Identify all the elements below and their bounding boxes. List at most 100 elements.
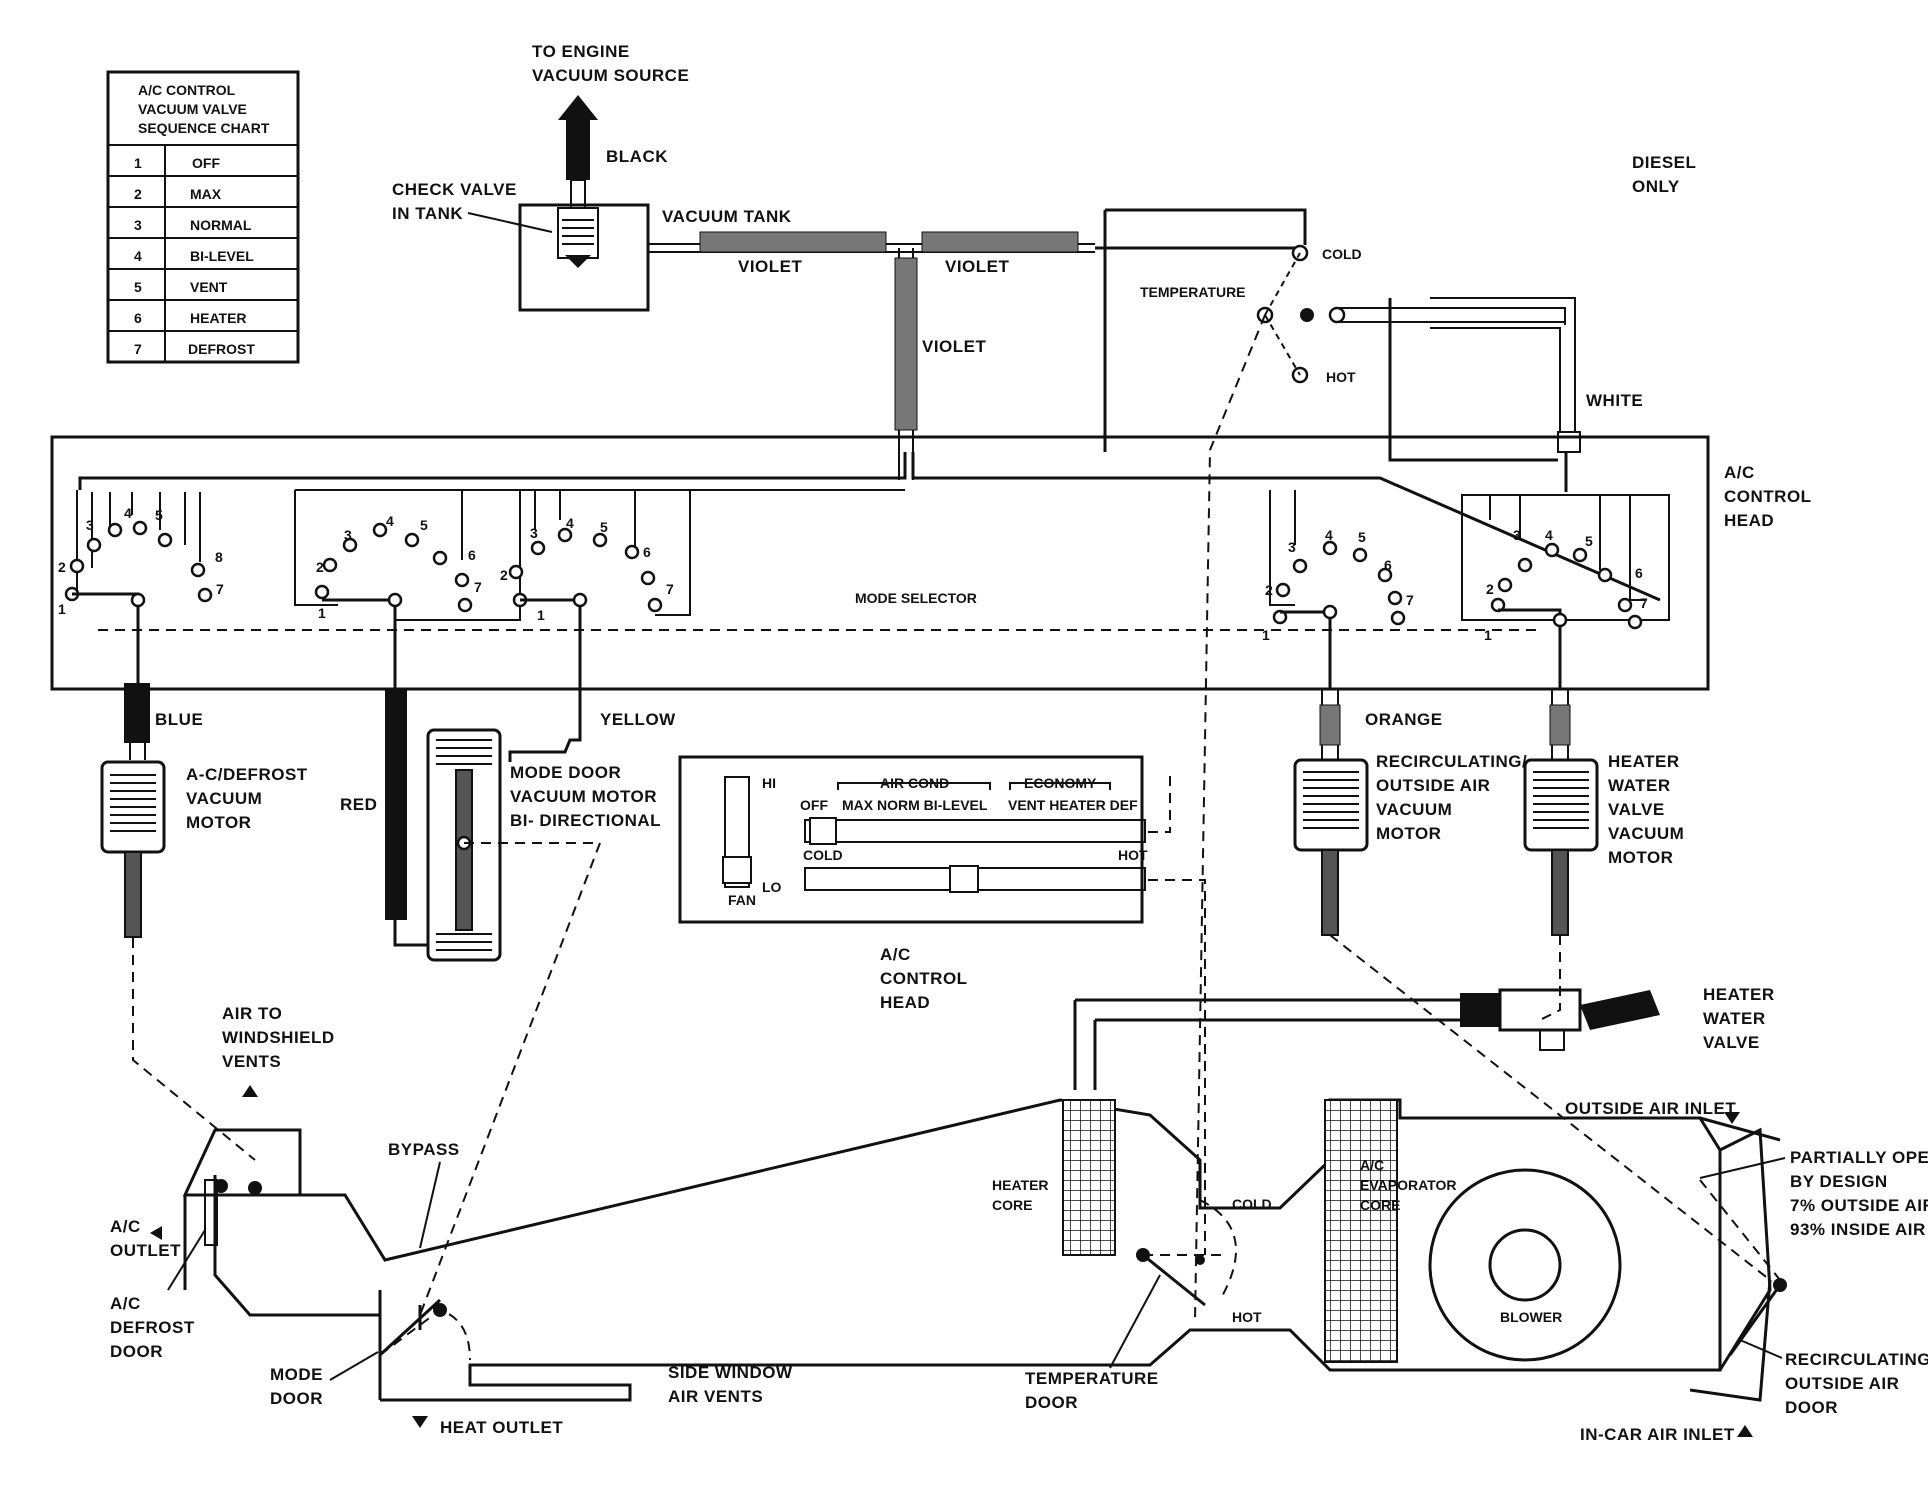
ductwork — [182, 1098, 1787, 1402]
air-to-windshield-label-2: WINDSHIELD — [222, 1028, 335, 1047]
fan-slider-knob[interactable] — [722, 856, 752, 884]
chart-row-6-mode: HEATER — [190, 310, 247, 326]
valve3-num-5: 5 — [600, 519, 608, 535]
valve1-num-5: 5 — [155, 507, 163, 523]
recirc-motor-label-4: MOTOR — [1376, 824, 1441, 843]
recirc-door-label-3: DOOR — [1785, 1398, 1838, 1417]
recirc-motor-label-3: VACUUM — [1376, 800, 1452, 819]
check-valve-label-1: CHECK VALVE — [392, 180, 517, 199]
cold-label-top: COLD — [1322, 246, 1362, 262]
valve2-num-3: 3 — [344, 527, 352, 543]
chart-row-1-mode: OFF — [192, 155, 220, 171]
valve5-num-4: 4 — [1545, 527, 1553, 543]
valve-group-5: 1 2 3 4 5 6 7 — [1461, 494, 1670, 690]
black-hose-label: BLACK — [606, 147, 668, 166]
violet-hoses: VIOLET VIOLET VIOLET — [648, 231, 1300, 480]
chart-row-5-num: 5 — [134, 279, 142, 295]
valve5-num-2: 2 — [1486, 581, 1494, 597]
evaporator-label-1: A/C — [1360, 1157, 1384, 1173]
valve1-num-4: 4 — [124, 505, 132, 521]
chart-title-line-1: A/C CONTROL — [138, 82, 236, 98]
valve4-num-6: 6 — [1384, 557, 1392, 573]
mode-lever-track[interactable] — [804, 819, 1146, 843]
ac-defrost-vacuum-motor: A-C/DEFROST VACUUM MOTOR — [100, 760, 308, 938]
to-engine-label-2: VACUUM SOURCE — [532, 66, 689, 85]
heater-valve-motor-label-1: HEATER — [1608, 752, 1680, 771]
ac-defrost-door — [204, 1179, 218, 1246]
mode-door-motor-label-1: MODE DOOR — [510, 763, 621, 782]
ac-defrost-door-label-3: DOOR — [110, 1342, 163, 1361]
panel-caption-2: CONTROL — [880, 969, 968, 988]
chart-title-line-3: SEQUENCE CHART — [138, 120, 270, 136]
chart-row-7-mode: DEFROST — [188, 341, 255, 357]
partially-open-label-4: 93% INSIDE AIR — [1790, 1220, 1926, 1239]
evaporator-core — [1324, 1099, 1398, 1363]
blue-hose-label: BLUE — [155, 710, 203, 729]
mode-selector-box — [50, 435, 1710, 691]
valve-group-4: 1 2 3 4 5 6 7 — [1262, 490, 1414, 690]
valve2-num-7: 7 — [474, 579, 482, 595]
control-head-label-3: HEAD — [1724, 511, 1774, 530]
mode-lever-knob[interactable] — [809, 817, 837, 845]
in-car-air-arrow-icon — [1737, 1425, 1753, 1437]
chart-row-4-mode: BI-LEVEL — [190, 248, 254, 264]
heater-valve-motor-label-3: VALVE — [1608, 800, 1665, 819]
orange-hose-label: ORANGE — [1365, 710, 1443, 729]
chart-row-4-num: 4 — [134, 248, 142, 264]
valve-group-1: 1 2 3 4 5 8 7 — [58, 490, 224, 690]
valve5-num-1: 1 — [1484, 627, 1492, 643]
diesel-temperature-valve: DIESEL ONLY COLD TEMPERATURE HOT WHITE — [1103, 153, 1696, 492]
yellow-hose-label: YELLOW — [600, 710, 676, 729]
violet-label-2: VIOLET — [945, 257, 1010, 276]
check-valve-label-2: IN TANK — [392, 204, 463, 223]
vacuum-tank-label: VACUUM TANK — [662, 207, 792, 226]
mode-positions-label: MAX NORM BI-LEVEL — [842, 797, 988, 813]
mode-door-label-1: MODE — [270, 1365, 323, 1384]
side-window-label-2: AIR VENTS — [668, 1387, 763, 1406]
windshield-arrow-icon — [242, 1085, 258, 1097]
valve1-num-7: 7 — [216, 581, 224, 597]
temperature-lever-knob[interactable] — [949, 865, 979, 893]
blower — [1428, 1168, 1622, 1362]
temperature-door-label-2: DOOR — [1025, 1393, 1078, 1412]
valve5-num-3: 3 — [1513, 527, 1521, 543]
control-head: A/C CONTROL HEAD MODE SELECTOR 1 2 3 4 5… — [50, 435, 1811, 691]
bypass-label: BYPASS — [388, 1140, 460, 1159]
duct-labels: AIR TO WINDSHIELD VENTS BYPASS A/C OUTLE… — [110, 1004, 1928, 1444]
chart-row-2-mode: MAX — [190, 186, 222, 202]
heater-core-label-2: CORE — [992, 1197, 1032, 1213]
temperature-door — [1142, 1253, 1206, 1307]
evaporator-label-2: EVAPORATOR — [1360, 1177, 1456, 1193]
evaporator-label-3: CORE — [1360, 1197, 1400, 1213]
vacuum-source-arrow — [558, 95, 598, 120]
recirc-motor-label-2: OUTSIDE AIR — [1376, 776, 1490, 795]
ac-defrost-motor-label-1: A-C/DEFROST — [186, 765, 308, 784]
valve5-num-7: 7 — [1640, 595, 1648, 611]
chart-row-3-num: 3 — [134, 217, 142, 233]
fan-slider-track[interactable] — [724, 776, 750, 888]
mode-selector-label: MODE SELECTOR — [855, 590, 977, 606]
panel-caption-1: A/C — [880, 945, 911, 964]
heater-core-label-1: HEATER — [992, 1177, 1049, 1193]
heater-valve-motor-label-2: WATER — [1608, 776, 1671, 795]
to-engine-label-1: TO ENGINE — [532, 42, 630, 61]
valve4-num-2: 2 — [1265, 582, 1273, 598]
mode-door-motor-label-2: VACUUM MOTOR — [510, 787, 657, 806]
fan-lo-label: LO — [762, 879, 782, 895]
fan-hi-label: HI — [762, 775, 776, 791]
valve4-num-5: 5 — [1358, 529, 1366, 545]
heater-water-valve-vacuum-motor: HEATER WATER VALVE VACUUM MOTOR — [1523, 752, 1684, 936]
valve1-num-2: 2 — [58, 559, 66, 575]
valve-group-2: 1 2 3 4 5 6 7 — [294, 489, 905, 690]
valve5-num-6: 6 — [1635, 565, 1643, 581]
valve2-num-4: 4 — [386, 513, 394, 529]
violet-label-1: VIOLET — [738, 257, 803, 276]
valve4-num-7: 7 — [1406, 592, 1414, 608]
linkages — [132, 314, 1771, 1321]
sequence-chart: A/C CONTROL VACUUM VALVE SEQUENCE CHART … — [106, 70, 300, 364]
mode-door-vacuum-motor: MODE DOOR VACUUM MOTOR BI- DIRECTIONAL — [393, 728, 661, 962]
cold-label-duct: COLD — [1232, 1196, 1272, 1212]
valve5-num-5: 5 — [1585, 533, 1593, 549]
ac-defrost-motor-label-3: MOTOR — [186, 813, 251, 832]
hot-label-panel: HOT — [1118, 847, 1148, 863]
